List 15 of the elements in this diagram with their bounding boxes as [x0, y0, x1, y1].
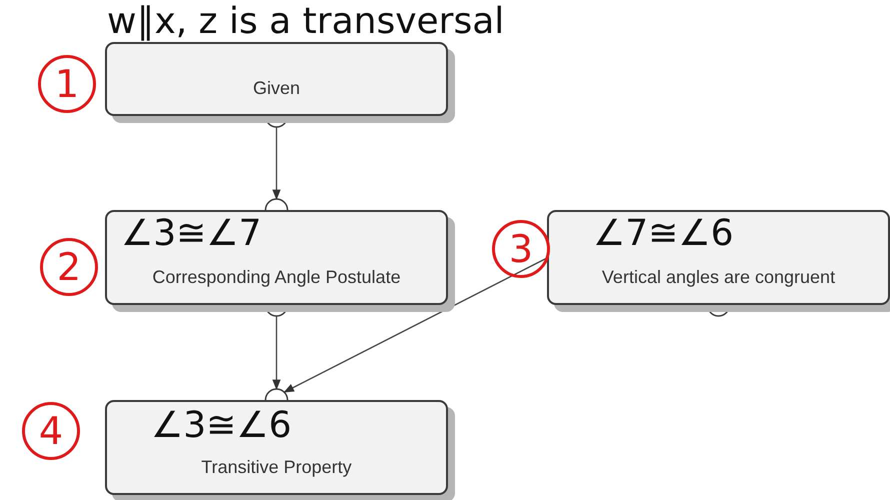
- step-number: 4: [22, 402, 80, 460]
- step-number: 3: [492, 220, 550, 278]
- handwritten-statement: ∠7≅∠6: [593, 216, 734, 252]
- reason-text: Corresponding Angle Postulate: [151, 267, 402, 288]
- arrow: [272, 316, 281, 390]
- step-number: 2: [40, 238, 98, 296]
- reason-text: Transitive Property: [200, 457, 353, 478]
- reason-text: Given: [252, 78, 302, 99]
- handwritten-statement: ∠3≅∠6: [151, 408, 292, 444]
- handwritten-statement: w∥x, z is a transversal: [107, 4, 504, 40]
- arrow: [284, 257, 548, 393]
- reason-text: Vertical angles are congruent: [600, 267, 836, 288]
- arrow: [272, 127, 281, 200]
- step-number: 1: [38, 55, 96, 113]
- handwritten-statement: ∠3≅∠7: [121, 216, 262, 252]
